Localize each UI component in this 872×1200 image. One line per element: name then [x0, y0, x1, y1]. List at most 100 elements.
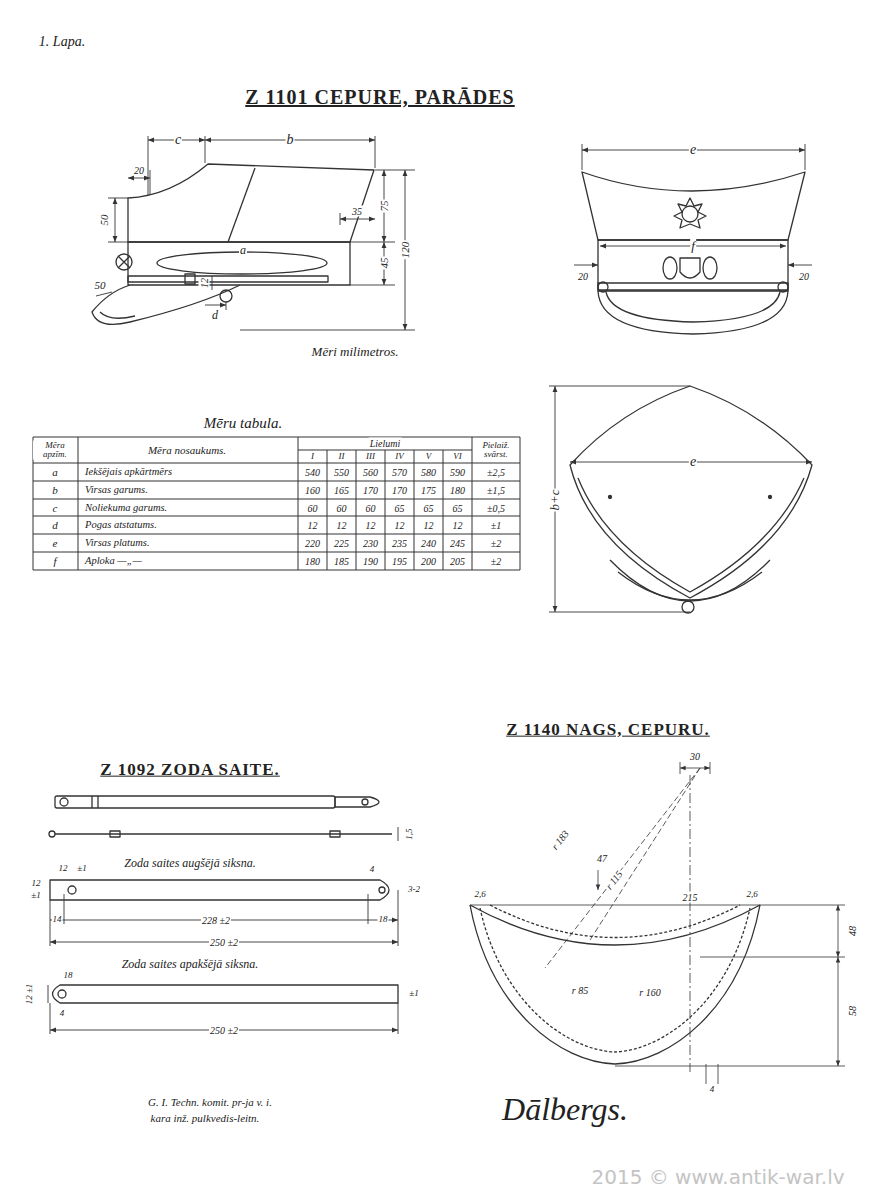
table-cell: 180	[449, 484, 466, 495]
table-cell: Aploka —„—	[84, 555, 143, 567]
table-cell: 12	[423, 520, 435, 531]
table-cell: Noliekuma garums.	[84, 502, 168, 514]
dimension-lines	[574, 144, 812, 265]
table-cell: 170	[362, 484, 379, 495]
dimension-label: 45	[378, 257, 390, 270]
table-cell: 65	[423, 502, 435, 513]
dimension-label: a	[239, 244, 247, 257]
size-table-grid	[33, 437, 520, 570]
dimension-label: r 85	[571, 985, 589, 996]
dimension-label: ±1	[30, 891, 41, 901]
table-cell: 12	[365, 520, 377, 531]
table-cell: a	[51, 466, 59, 478]
dimension-label: 250 ±2	[209, 1025, 239, 1036]
table-cell: VI	[452, 452, 463, 462]
table-cell: 175	[420, 484, 437, 495]
dimension-label: 4	[709, 1085, 716, 1095]
table-cell: Lielumi	[369, 438, 402, 449]
cap-side-view	[92, 164, 374, 324]
dimension-lines	[48, 827, 398, 1034]
table-cell: Pielaiž. svārst.	[473, 441, 519, 460]
table-cell: 12	[307, 520, 319, 531]
cap-front-view	[582, 172, 805, 334]
dimension-label: r 115	[603, 868, 626, 893]
table-cell: 160	[304, 484, 321, 495]
dimension-label: 215	[682, 892, 699, 903]
table-cell: 185	[333, 556, 350, 567]
table-cell: 560	[362, 467, 379, 478]
table-cell: 65	[394, 502, 406, 513]
dimension-label: c	[174, 132, 182, 147]
cap-top-view	[570, 386, 812, 613]
dimension-label: b+c	[548, 488, 562, 511]
table-cell: 60	[307, 502, 319, 513]
dimension-label: e	[689, 454, 697, 469]
dimension-label: ±1	[76, 864, 87, 874]
table-cell: I	[310, 452, 315, 462]
dimension-label: 50	[98, 214, 110, 227]
dimension-label: 20	[798, 271, 810, 282]
table-cell: 60	[336, 502, 348, 513]
table-cell: e	[52, 537, 59, 549]
table-cell: c	[52, 502, 59, 514]
table-cell: 180	[304, 556, 321, 567]
dimension-label: 35	[351, 206, 363, 217]
table-cell: 225	[333, 538, 350, 549]
table-cell: 200	[420, 556, 437, 567]
dimension-label: e	[689, 142, 697, 157]
table-cell: 60	[365, 502, 377, 513]
table-cell: 580	[420, 467, 437, 478]
table-cell: 190	[362, 556, 379, 567]
dimension-label: 58	[847, 1005, 858, 1017]
table-cell: 230	[362, 538, 379, 549]
dimension-label: 4	[59, 1009, 66, 1019]
table-cell: 235	[391, 538, 408, 549]
table-cell: Mēra apzīm.	[33, 441, 77, 460]
table-cell: 12	[394, 520, 406, 531]
drawing-heading: Z 1140 NAGS, CEPURU.	[505, 721, 711, 740]
table-cell: 12	[452, 520, 464, 531]
table-cell: 170	[391, 484, 408, 495]
table-cell: d	[51, 519, 59, 531]
table-cell: 550	[333, 467, 350, 478]
table-cell: IV	[394, 452, 405, 462]
dimension-label: 14	[52, 915, 63, 925]
table-cell: 540	[304, 467, 321, 478]
table-cell: Virsas garums.	[84, 484, 149, 496]
signature-note: G. I. Techn. komit. pr-ja v. i.	[147, 1096, 273, 1108]
dimension-label: 48	[847, 925, 858, 937]
dimension-label: 12	[58, 864, 69, 874]
table-cell: 245	[449, 538, 466, 549]
table-cell: 590	[449, 467, 466, 478]
visor-drawing	[470, 905, 760, 1064]
dimension-label: 50	[94, 279, 107, 291]
dimension-label: 20	[577, 271, 589, 282]
dimension-label: 12 ±1	[25, 983, 35, 1006]
table-cell: b	[51, 484, 59, 496]
dimension-label: 2,6	[473, 890, 486, 900]
dimension-label: 75	[378, 200, 390, 213]
dimension-label: f	[690, 239, 696, 253]
table-cell: Pogas atstatums.	[84, 520, 158, 532]
dimension-lines	[549, 386, 812, 612]
dimension-label: 30	[689, 751, 701, 762]
table-cell: 240	[420, 538, 437, 549]
part-caption: Zoda saites augšējā siksna.	[123, 857, 256, 870]
signature: Dālbergs.	[501, 1092, 629, 1127]
table-cell: V	[425, 452, 433, 462]
units-note: Mēri milimetros.	[311, 345, 400, 359]
chin-strap	[49, 796, 398, 1003]
table-cell: 12	[336, 520, 348, 531]
dimension-label: 20	[133, 165, 145, 176]
drawing-heading: Z 1101 CEPURE, PARĀDES	[244, 86, 515, 108]
drawing-heading: Z 1092 ZODA SAITE.	[99, 761, 281, 780]
dimension-label: d	[211, 309, 219, 322]
table-cell: ±1,5	[486, 484, 506, 495]
table-cell: ±2,5	[486, 467, 506, 478]
dimension-label: 18	[378, 915, 389, 925]
table-cell: f	[52, 555, 57, 567]
table-cell: 570	[391, 467, 408, 478]
table-cell: ±2	[490, 556, 503, 567]
dimension-label: ±1	[408, 989, 419, 999]
dimension-lines	[96, 136, 415, 330]
